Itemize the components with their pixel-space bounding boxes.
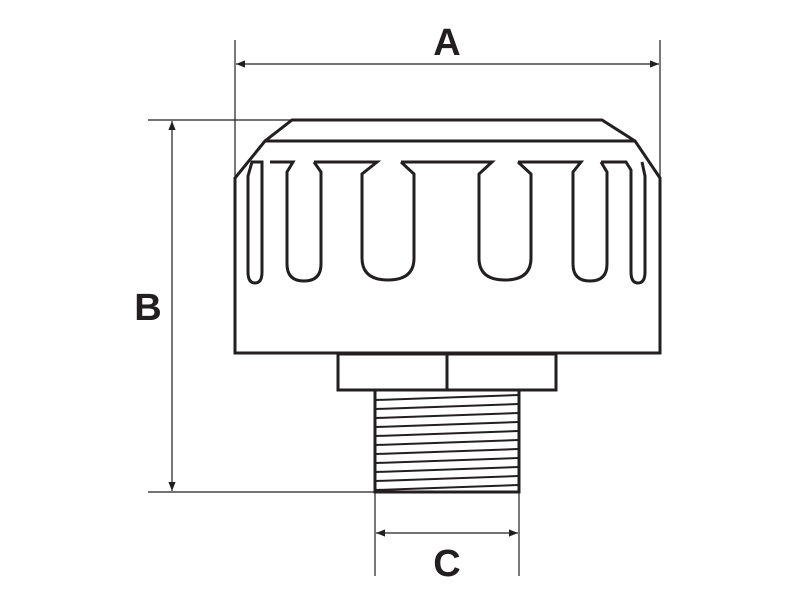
slot — [601, 160, 647, 285]
cap-outline — [233, 118, 662, 355]
slot — [401, 160, 533, 282]
slot — [314, 160, 416, 282]
threaded-stem — [373, 388, 521, 494]
slot — [246, 160, 264, 285]
slot — [270, 160, 323, 283]
dimension-a-label: A — [433, 22, 460, 64]
cap-body — [233, 118, 662, 355]
thread-lines — [375, 394, 519, 491]
slot — [518, 160, 609, 283]
cap-slots — [246, 160, 647, 285]
dimension-c-label: C — [433, 543, 460, 585]
dimension-b: B — [134, 119, 376, 493]
dimension-a: A — [234, 22, 661, 182]
dimension-b-label: B — [134, 287, 161, 329]
dimension-c: C — [374, 492, 520, 585]
hex-nut — [336, 352, 558, 392]
